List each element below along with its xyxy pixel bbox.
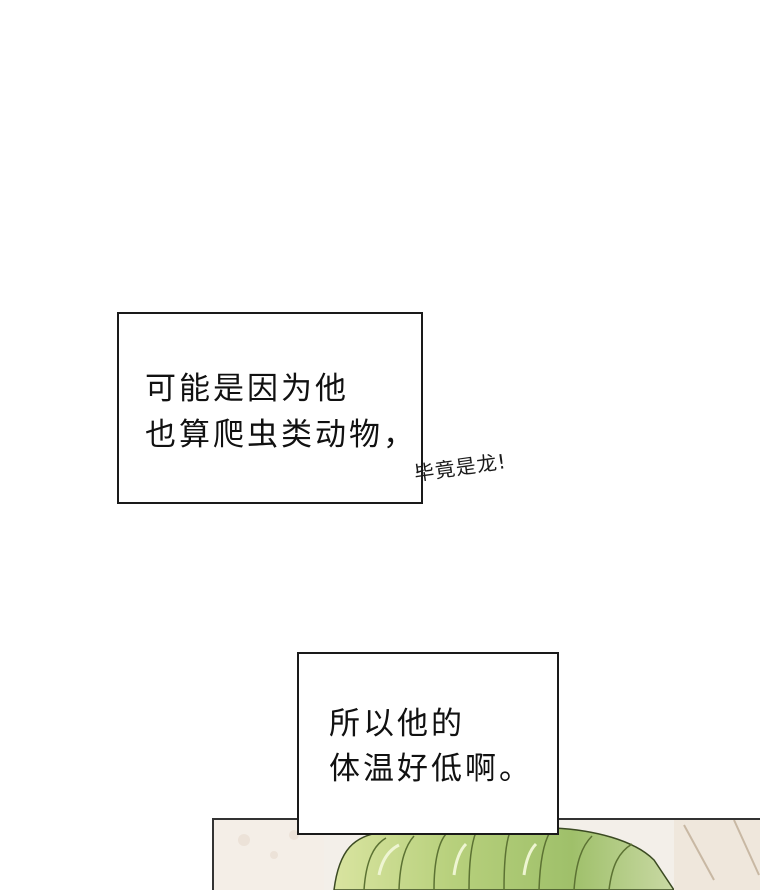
caption-2-line-1: 所以他的 [329, 706, 465, 742]
aside-handwritten-note: 毕竟是龙! [412, 449, 509, 486]
caption-1-line-1: 可能是因为他 [145, 371, 349, 407]
caption-box-1: 可能是因为他 也算爬虫类动物， [117, 312, 423, 504]
caption-box-2: 所以他的 体温好低啊。 [297, 652, 559, 835]
caption-1-line-2: 也算爬虫类动物， [145, 417, 417, 453]
caption-2-line-2: 体温好低啊。 [329, 751, 533, 787]
